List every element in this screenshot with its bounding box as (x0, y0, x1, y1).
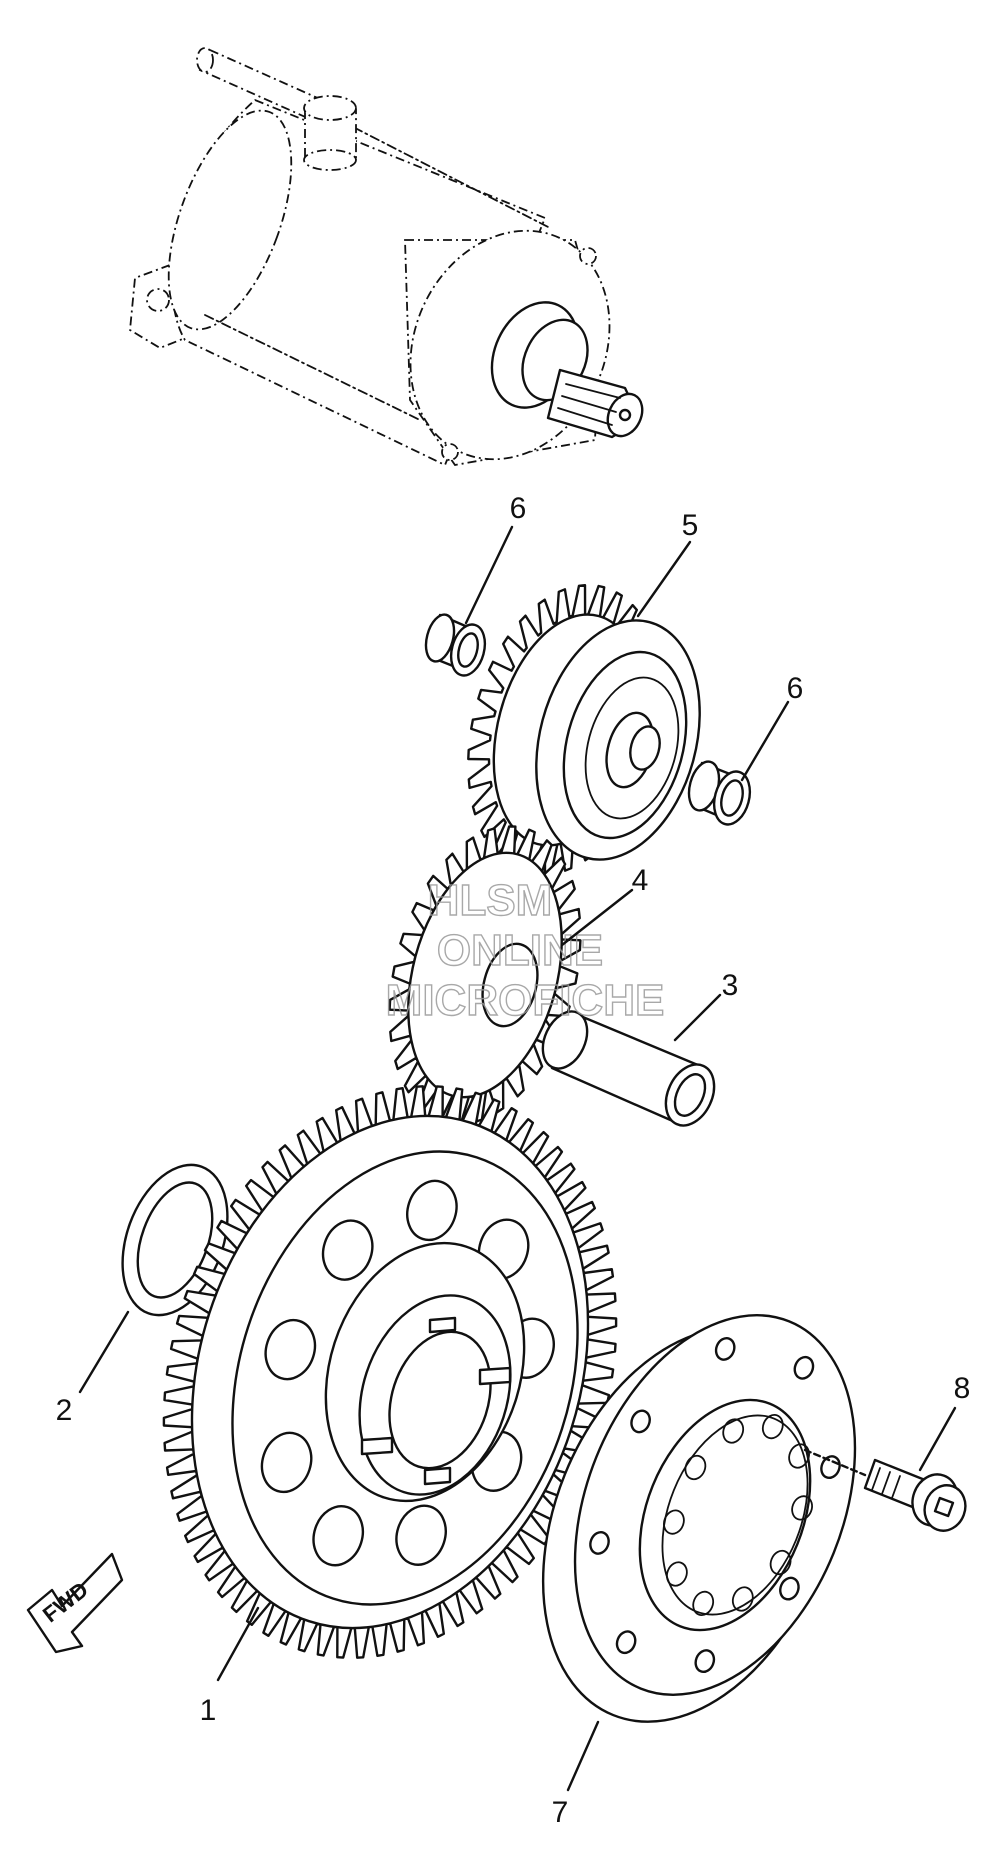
clutch-roller (684, 1454, 707, 1481)
clutch-roller (788, 1443, 810, 1469)
callouts: 6 5 6 4 3 2 1 7 8 (56, 492, 971, 1829)
watermark: HLSM ONLINE MICROFICHE (385, 875, 665, 1025)
clutch-roller (666, 1561, 688, 1587)
callout-8: 8 (954, 1372, 971, 1405)
starter-motor (129, 47, 644, 467)
clutch-bolt-hole (793, 1355, 815, 1380)
callout-4: 4 (632, 864, 649, 897)
fwd-arrow-icon (26, 1552, 124, 1654)
idle-gear-5 (467, 584, 701, 876)
starter-wheel-gear-1 (162, 1085, 618, 1659)
clutch-bolt-hole (694, 1649, 716, 1674)
collar-6-upper (424, 613, 487, 677)
clutch-roller (722, 1418, 745, 1444)
one-way-clutch-7 (541, 1314, 857, 1723)
watermark-line-1: HLSM (428, 876, 553, 925)
clutch-roller (731, 1586, 754, 1612)
idle-gear-shaft-3 (541, 1010, 716, 1127)
clutch-roller (663, 1509, 685, 1535)
gear-lightening-hole (406, 1179, 458, 1242)
watermark-line-3: MICROFICHE (386, 976, 665, 1025)
callout-5: 5 (682, 509, 699, 542)
collar-6-lower (687, 760, 752, 826)
clutch-bolt-hole (589, 1530, 610, 1555)
clutch-bolt-hole (714, 1336, 736, 1361)
gear-lightening-hole (260, 1431, 313, 1494)
gear-lightening-hole (312, 1505, 365, 1567)
callout-6-lower: 6 (787, 672, 804, 705)
fwd-direction-marker: FWD (26, 1552, 124, 1654)
gear-lightening-hole (321, 1219, 374, 1281)
clutch-bolt-hole (779, 1576, 800, 1601)
callout-1: 1 (200, 1694, 217, 1727)
clutch-bolt-hole (615, 1630, 637, 1655)
clutch-roller (769, 1549, 792, 1576)
callout-3: 3 (722, 969, 739, 1002)
gear-lightening-hole (395, 1504, 447, 1566)
gear-lightening-hole (264, 1318, 317, 1381)
callout-2: 2 (56, 1394, 73, 1427)
idle-gear-4 (388, 825, 582, 1125)
bolt-8 (863, 1458, 967, 1532)
callout-7: 7 (552, 1796, 569, 1829)
clutch-roller (692, 1590, 715, 1616)
clutch-roller (761, 1414, 784, 1440)
clutch-bolt-hole (630, 1409, 651, 1434)
callout-6-upper: 6 (510, 492, 527, 525)
clutch-roller (791, 1495, 813, 1521)
